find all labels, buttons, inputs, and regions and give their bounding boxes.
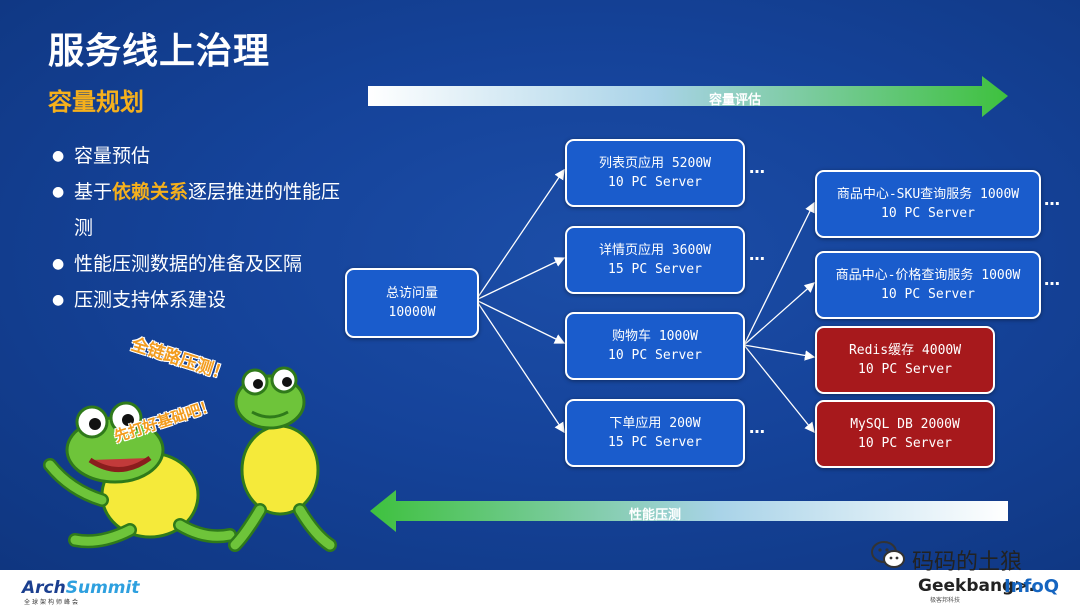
bullet-text: 容量预估 (74, 145, 151, 167)
bullet-item: 压测支持体系建设 (52, 282, 352, 318)
node-line-2: 10 PC Server (608, 175, 702, 190)
node-mysql-db: MySQL DB 2000W 10 PC Server (815, 400, 995, 468)
node-line-1: 购物车 1000W (612, 329, 698, 344)
ellipsis: … (749, 245, 766, 264)
node-line-1: 总访问量 (385, 286, 438, 301)
footer-bar (0, 570, 1080, 608)
node-line-1: 详情页应用 3600W (599, 243, 711, 258)
logo-text: Arch (22, 578, 66, 598)
wechat-icon (871, 541, 905, 568)
node-price-service: 商品中心-价格查询服务 1000W 10 PC Server (815, 251, 1041, 319)
node-sku-service: 商品中心-SKU查询服务 1000W 10 PC Server (815, 170, 1041, 238)
top-arrow-label: 容量评估 (708, 93, 761, 108)
ellipsis: … (1044, 190, 1061, 209)
node-line-2: 10 PC Server (858, 436, 952, 451)
node-line-2: 10 PC Server (881, 206, 975, 221)
node-line-1: MySQL DB 2000W (850, 417, 960, 432)
ellipsis: … (749, 158, 766, 177)
archsummit-logo: ArchSummit (22, 578, 139, 598)
diagram-lines (368, 76, 1008, 532)
bullet-item: 性能压测数据的准备及区隔 (52, 246, 352, 282)
node-line-1: 商品中心-价格查询服务 1000W (835, 268, 1021, 283)
bottom-arrow (370, 490, 1008, 532)
infoq-logo: InfoQ (1004, 576, 1060, 597)
node-line-2: 10 PC Server (608, 348, 702, 363)
page-title: 服务线上治理 (48, 31, 271, 72)
bullet-text: 压测支持体系建设 (74, 289, 227, 311)
node-line-1: 商品中心-SKU查询服务 1000W (836, 187, 1020, 202)
node-list-page-app: 列表页应用 5200W 10 PC Server (565, 139, 745, 207)
frog-right (228, 366, 337, 552)
section-subtitle: 容量规划 (48, 88, 144, 116)
geekbang-logo-subtitle: 极客邦科技 (930, 597, 961, 604)
bullet-text: 逐层推进的性能压测 (74, 181, 341, 239)
bullet-text: 基于 (74, 181, 113, 203)
node-cart: 购物车 1000W 10 PC Server (565, 312, 745, 380)
node-order-app: 下单应用 200W 15 PC Server (565, 399, 745, 467)
node-line-1: Redis缓存 4000W (848, 343, 962, 358)
node-line-1: 下单应用 200W (609, 416, 701, 431)
node-line-2: 15 PC Server (608, 435, 702, 450)
bullet-list: 容量预估 基于依赖关系逐层推进的性能压测 性能压测数据的准备及区隔 压测支持体系… (52, 138, 352, 318)
ellipsis: … (749, 418, 766, 437)
node-detail-page-app: 详情页应用 3600W 15 PC Server (565, 226, 745, 294)
node-line-2: 10000W (388, 305, 436, 320)
slide: 服务线上治理 容量规划 容量预估 基于依赖关系逐层推进的性能压测 性能压测数据的… (0, 0, 1080, 570)
bullet-item: 基于依赖关系逐层推进的性能压测 (52, 174, 352, 246)
node-line-2: 15 PC Server (608, 262, 702, 277)
bottom-arrow-label: 性能压测 (628, 508, 681, 523)
bullet-highlight: 依赖关系 (112, 181, 189, 203)
wechat-account-name: 码码的土狼 (912, 550, 1023, 575)
geekbang-logo: Geekbang>. (918, 576, 1035, 596)
ellipsis: … (1044, 270, 1061, 289)
frog-left (43, 401, 237, 549)
bullet-item: 容量预估 (52, 138, 352, 174)
frog-illustration (43, 366, 337, 552)
archsummit-logo-subtitle: 全球架构师峰会 (24, 599, 81, 606)
logo-text: Summit (65, 578, 140, 598)
bullet-text: 性能压测数据的准备及区隔 (74, 253, 303, 275)
node-line-2: 10 PC Server (858, 362, 952, 377)
node-total-visits: 总访问量 10000W (345, 268, 479, 338)
node-line-1: 列表页应用 5200W (599, 156, 711, 171)
node-line-2: 10 PC Server (881, 287, 975, 302)
top-arrow (368, 76, 1008, 117)
node-redis-cache: Redis缓存 4000W 10 PC Server (815, 326, 995, 394)
